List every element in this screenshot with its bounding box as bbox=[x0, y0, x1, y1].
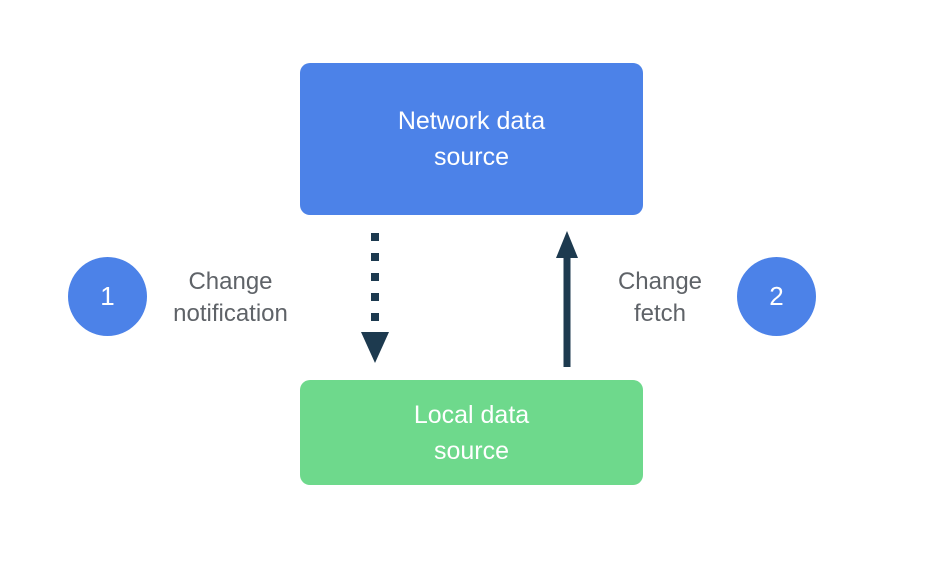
network-data-source-node: Network data source bbox=[300, 63, 643, 215]
change-fetch-arrow bbox=[556, 231, 578, 367]
step-1-badge: 1 bbox=[68, 257, 147, 336]
local-data-source-node: Local data source bbox=[300, 380, 643, 485]
step-2-badge: 2 bbox=[737, 257, 816, 336]
step-1-label: Change notification bbox=[173, 268, 288, 327]
step-2-label: Change fetch bbox=[617, 268, 703, 327]
change-notification-arrow bbox=[361, 233, 389, 363]
